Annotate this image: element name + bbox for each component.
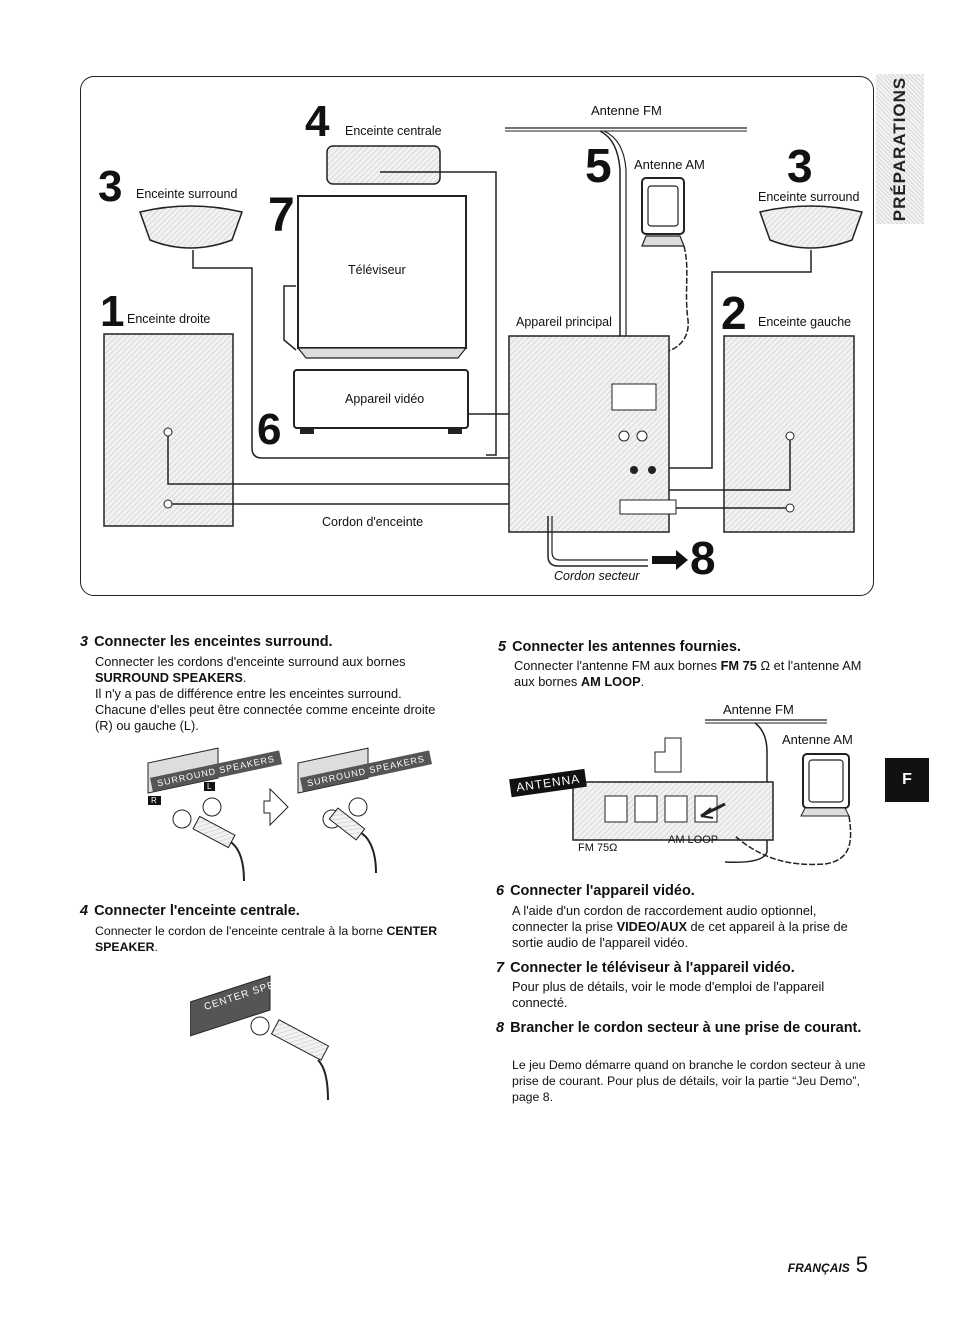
step-3-text-2: Il n'y a pas de différence entre les enc… [95, 686, 436, 733]
step-3-text-bold: SURROUND SPEAKERS [95, 670, 243, 685]
step-number-1: 1 [100, 287, 125, 336]
label-televiseur: Téléviseur [348, 263, 406, 277]
label-antenne-fm: Antenne FM [591, 103, 662, 118]
step-5-number: 5 [498, 639, 507, 655]
page-number: 5 [855, 1252, 868, 1277]
footer-language: FRANÇAIS [787, 1261, 850, 1275]
antenna-figure [572, 719, 852, 866]
step-8-title-text: Brancher le cordon secteur à une prise d… [510, 1020, 862, 1036]
step-8-text: Le jeu Demo démarre quand on branche le … [512, 1058, 866, 1104]
speaker-right-front [103, 333, 632, 527]
step-3-text: Connecter les cordons d'enceinte surroun… [95, 654, 436, 733]
step-8-number: 8 [496, 1020, 505, 1036]
page-footer: FRANÇAIS 5 [788, 1252, 868, 1278]
main-unit [508, 335, 677, 533]
step-4-text-pre: Connecter le cordon de l'enceinte centra… [95, 924, 384, 938]
label-enceinte-gauche: Enceinte gauche [758, 315, 852, 329]
surround-r-mark: R [148, 796, 161, 805]
step-5-text: Connecter l'antenne FM aux bornes FM 75 … [514, 658, 862, 689]
step-number-3-right: 3 [787, 140, 813, 192]
label-enceinte-surround-left: Enceinte surround [136, 187, 238, 201]
surround-speaker-left [139, 205, 640, 459]
center-terminal-figure [190, 975, 330, 1101]
surround-speaker-right [660, 205, 863, 469]
label-enceinte-centrale: Enceinte centrale [345, 124, 442, 138]
antenna-figure-fm-label: Antenne FM [723, 702, 794, 717]
center-speaker [326, 145, 497, 456]
step-3-number: 3 [80, 634, 89, 650]
label-enceinte-droite: Enceinte droite [127, 312, 211, 326]
step-5-text-a: Connecter l'antenne FM aux bornes [514, 658, 718, 673]
step-5-text-d: AM LOOP [580, 674, 641, 689]
step-6-text-b: VIDEO/AUX [616, 919, 687, 934]
label-appareil-principal: Appareil principal [516, 315, 612, 329]
step-number-3-left: 3 [98, 162, 123, 211]
label-cordon-enceinte: Cordon d'enceinte [322, 515, 424, 529]
step-number-6: 6 [257, 405, 282, 454]
step-6-title: 6 Connecter l'appareil vidéo. [496, 883, 695, 899]
step-7-title-text: Connecter le téléviseur à l'appareil vid… [510, 960, 795, 976]
step-4-number: 4 [80, 903, 89, 919]
step-number-5: 5 [585, 140, 612, 193]
connection-diagram [103, 127, 863, 570]
step-3-title: 3 Connecter les enceintes surround. [80, 634, 333, 650]
speaker-left-front [664, 335, 855, 533]
step-4-title-text: Connecter l'enceinte centrale. [94, 903, 300, 919]
television [283, 195, 468, 359]
step-5-text-b: FM 75 [720, 658, 757, 673]
step-number-8: 8 [690, 532, 716, 584]
step-6-text-c: de cet appareil à la prise de sortie aud… [512, 919, 848, 950]
label-cordon-secteur: Cordon secteur [554, 569, 640, 583]
section-side-tab: PRÉPARATIONS [876, 74, 924, 224]
step-8-title: 8 Brancher le cordon secteur à une prise … [496, 1019, 872, 1037]
step-7-title: 7 Connecter le téléviseur à l'appareil vi… [496, 960, 795, 976]
surround-l-mark: L [204, 782, 216, 791]
label-appareil-video: Appareil vidéo [345, 392, 425, 406]
antenna-figure-am-label: Antenne AM [782, 732, 853, 747]
step-5-title-text: Connecter les antennes fournies. [512, 639, 741, 655]
language-tab: F [885, 758, 929, 802]
step-6-text-a: A l'aide d'un cordon de raccordement aud… [512, 903, 817, 934]
step-6-title-text: Connecter l'appareil vidéo. [510, 883, 695, 899]
label-antenne-am: Antenne AM [634, 157, 705, 172]
antenna-fm75-label: FM 75Ω [578, 842, 618, 854]
ac-power-cord [547, 516, 688, 570]
step-4-title: 4 Connecter l'enceinte centrale. [80, 903, 300, 919]
step-3-title-text: Connecter les enceintes surround. [94, 634, 333, 650]
step-5-title: 5 Connecter les antennes fournies. [498, 639, 741, 655]
label-enceinte-surround-right: Enceinte surround [758, 190, 860, 204]
step-7-text: Pour plus de détails, voir le mode d'emp… [512, 979, 825, 1010]
step-number-7: 7 [268, 189, 295, 242]
step-7-number: 7 [496, 960, 505, 976]
step-4-text: Connecter le cordon de l'enceinte centra… [95, 924, 438, 954]
step-number-4: 4 [305, 97, 330, 146]
step-5-text-c: Ω et l'antenne AM aux bornes [514, 658, 862, 689]
antenna-amloop-label: AM LOOP [668, 834, 719, 846]
am-loop-antenna [641, 177, 689, 381]
connection-diagram-frame [80, 76, 874, 596]
fm-antenna-lead [599, 130, 621, 385]
step-4-text-bold: CENTER SPEAKER [95, 924, 438, 954]
step-6-number: 6 [496, 883, 505, 899]
step-3-text-pre: Connecter les cordons d'enceinte surroun… [95, 654, 406, 669]
step-6-text: A l'aide d'un cordon de raccordement aud… [512, 903, 872, 951]
step-number-2: 2 [721, 287, 747, 339]
